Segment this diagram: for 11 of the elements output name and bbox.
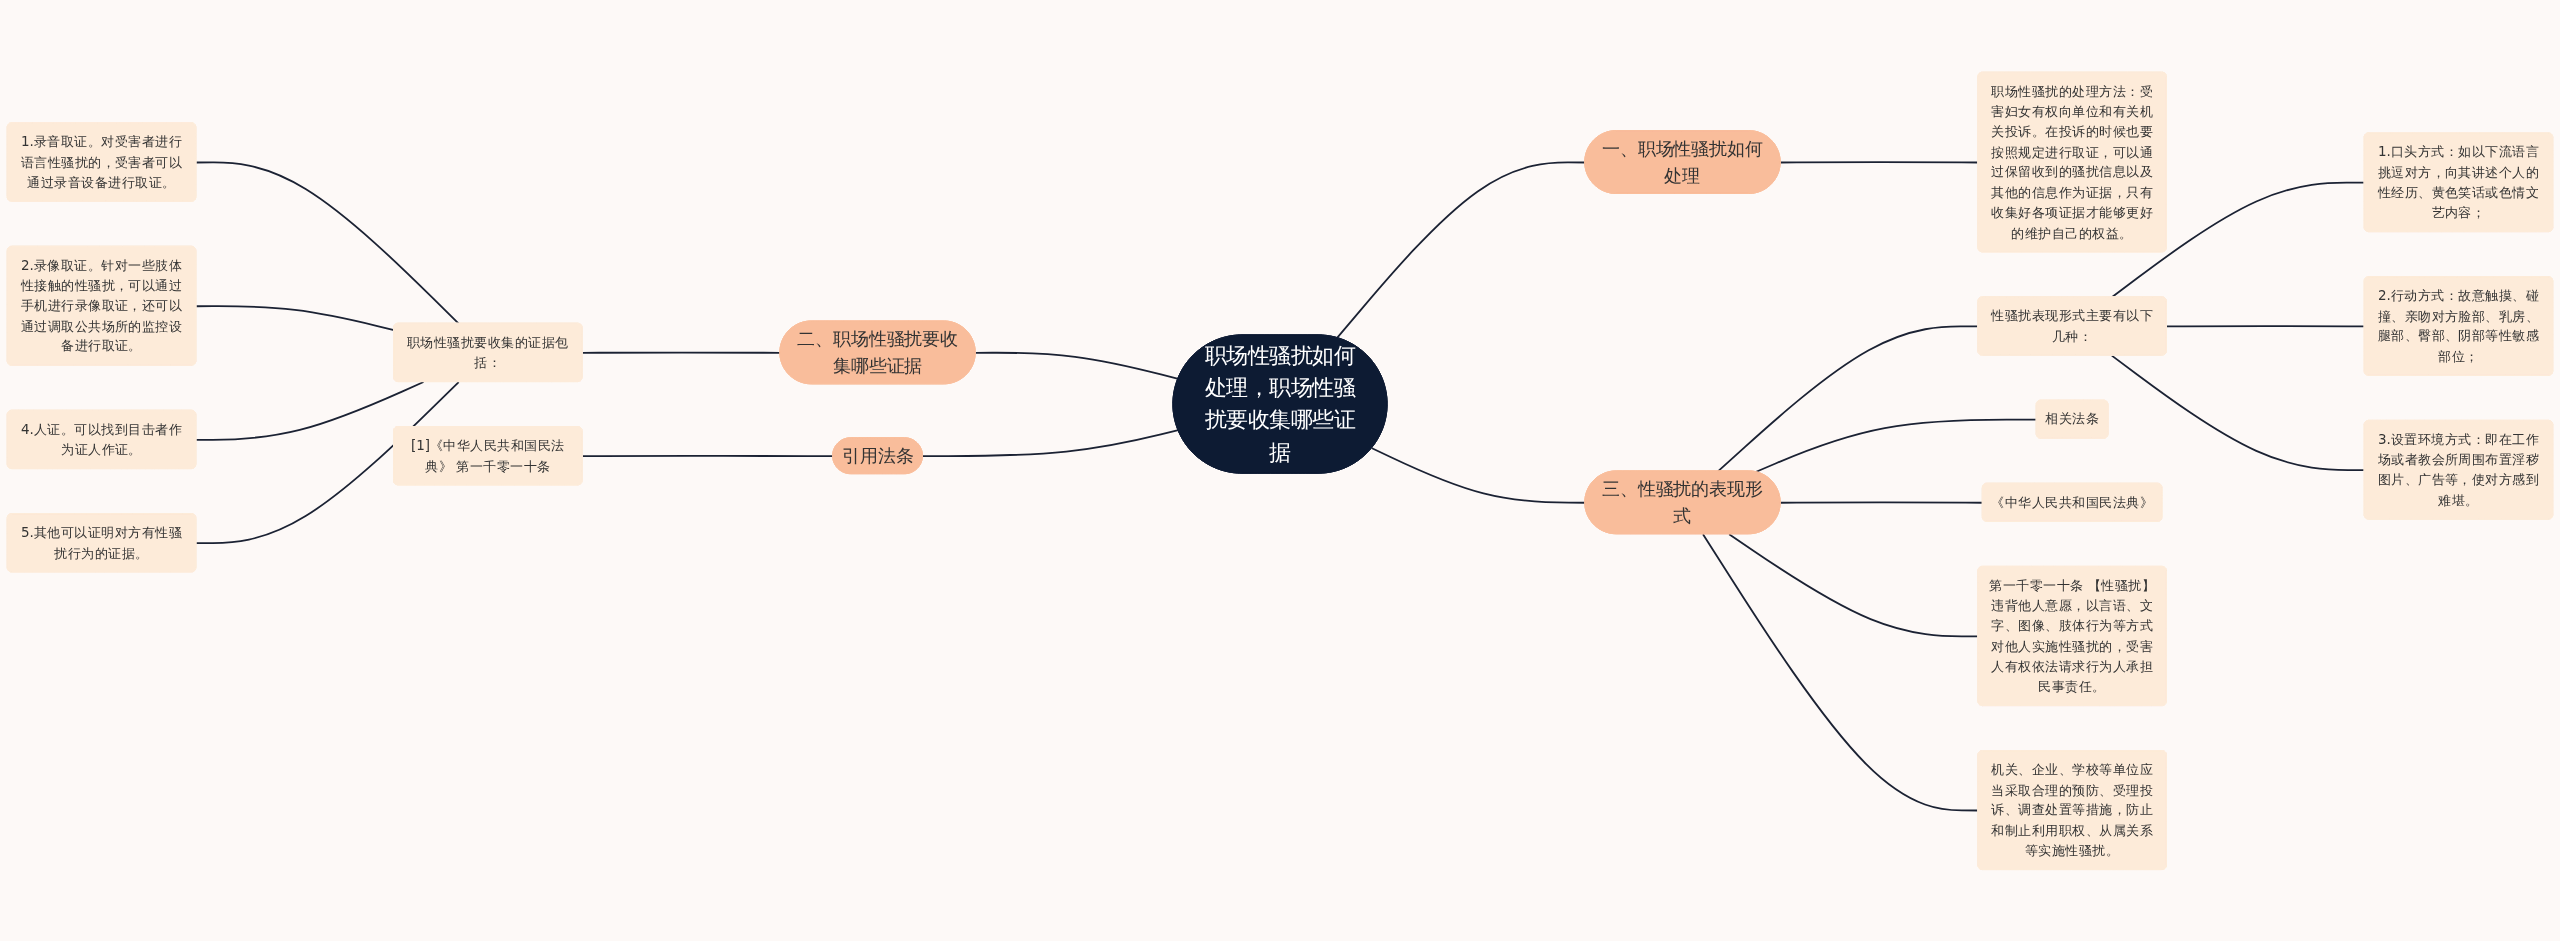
- connector: [2110, 181, 2366, 298]
- connector: [195, 304, 395, 331]
- connector: [195, 380, 460, 544]
- connector: [2110, 354, 2366, 471]
- connector: [581, 454, 834, 457]
- connector: [1336, 161, 1587, 339]
- connector: [922, 428, 1180, 457]
- connector: [195, 380, 425, 441]
- connector: [1779, 501, 1984, 504]
- connector: [974, 351, 1180, 380]
- connector: [2166, 324, 2366, 327]
